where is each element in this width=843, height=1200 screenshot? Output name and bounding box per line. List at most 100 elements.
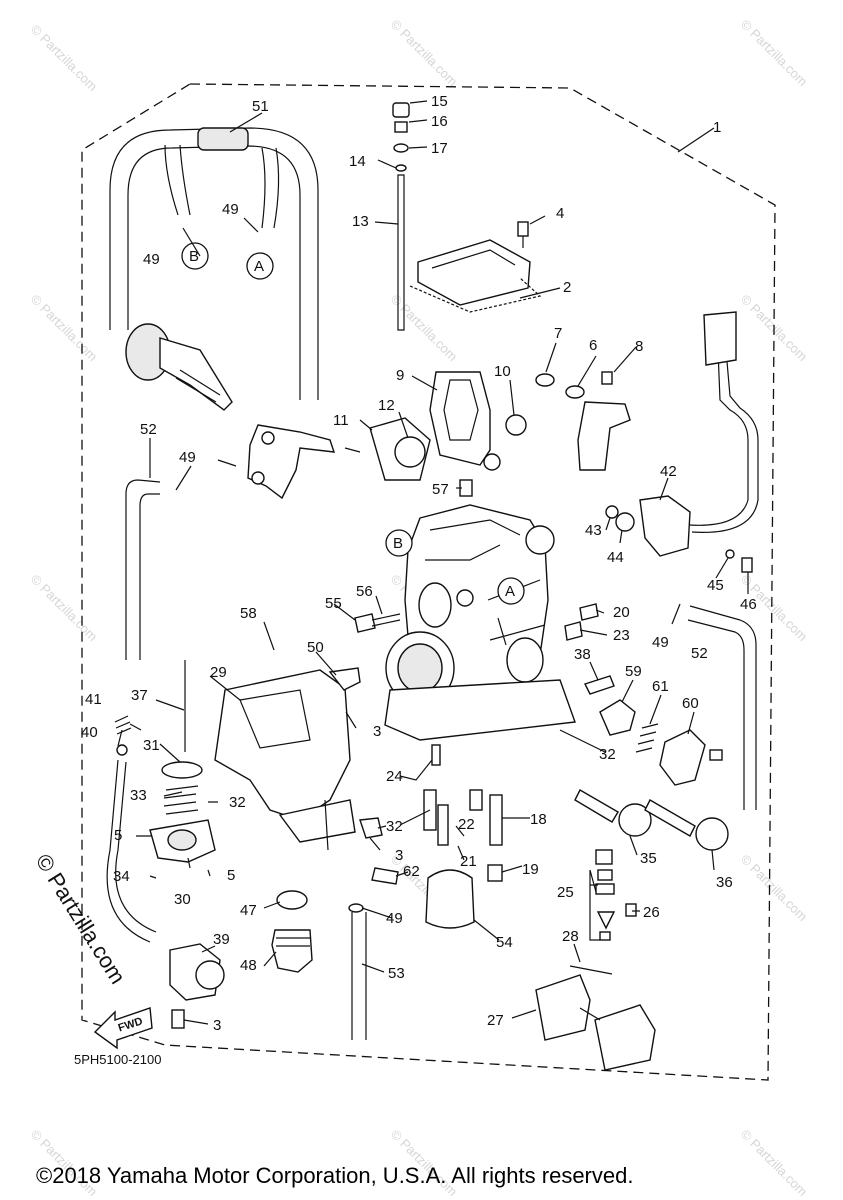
hose-53 bbox=[351, 912, 367, 1040]
callout-label: 1 bbox=[713, 119, 721, 136]
callout-label: 55 bbox=[325, 595, 342, 612]
callout-label: 60 bbox=[682, 695, 699, 712]
callout-label: 4 bbox=[556, 205, 564, 222]
callout-label: 28 bbox=[562, 928, 579, 945]
callout-label: 34 bbox=[113, 868, 130, 885]
callout-label: 45 bbox=[707, 577, 724, 594]
screw-3-bottom bbox=[171, 1009, 185, 1029]
callout-label: 3 bbox=[373, 723, 381, 740]
throttle-valve-9 bbox=[369, 371, 527, 481]
callout-label: 20 bbox=[613, 604, 630, 621]
callout-label: 49 bbox=[222, 201, 239, 218]
cap-54 bbox=[425, 869, 475, 929]
throttle-link bbox=[217, 424, 361, 500]
ref-marker-circle bbox=[385, 529, 413, 557]
leader-lines bbox=[117, 100, 749, 1025]
callout-label: 25 bbox=[557, 884, 574, 901]
watermark: © Partzilla.com bbox=[28, 292, 101, 365]
throttle-sensor-42 bbox=[605, 311, 759, 573]
jets-18-24 bbox=[423, 744, 503, 882]
screw-62 bbox=[348, 867, 399, 913]
callout-label: 36 bbox=[716, 874, 733, 891]
watermark: © Partzilla.com bbox=[388, 292, 461, 365]
callout-label: 49 bbox=[179, 449, 196, 466]
callout-label: 7 bbox=[554, 325, 562, 342]
callout-label: 15 bbox=[431, 93, 448, 110]
callout-label: 27 bbox=[487, 1012, 504, 1029]
pump-parts bbox=[149, 660, 216, 863]
watermark: © Partzilla.com bbox=[28, 572, 101, 645]
screws-55-56 bbox=[354, 613, 401, 633]
callout-label: 52 bbox=[140, 421, 157, 438]
ref-marker-circle bbox=[246, 252, 274, 280]
callout-label: 37 bbox=[131, 687, 148, 704]
callout-label: 35 bbox=[640, 850, 657, 867]
reference-markers: A B A B bbox=[189, 248, 515, 600]
adjust-screws-35-36 bbox=[574, 789, 729, 851]
watermark: © Partzilla.com bbox=[388, 17, 461, 90]
ref-marker-circle bbox=[181, 242, 209, 270]
callout-labels: 1 2 3 3 3 3 4 5 5 6 7 8 9 10 11 12 13 14… bbox=[81, 93, 757, 1034]
callout-label: 41 bbox=[85, 691, 102, 708]
callout-label: 10 bbox=[494, 363, 511, 380]
screw-4 bbox=[517, 221, 529, 248]
callout-label: 12 bbox=[378, 397, 395, 414]
copyright-notice: ©2018 Yamaha Motor Corporation, U.S.A. A… bbox=[36, 1163, 633, 1188]
assembly-boundary bbox=[81, 83, 776, 1081]
parts-artwork: FWD bbox=[93, 102, 759, 1071]
ref-marker-circle bbox=[497, 577, 525, 605]
callout-label: 39 bbox=[213, 931, 230, 948]
callout-label: 42 bbox=[660, 463, 677, 480]
callout-label: 59 bbox=[625, 663, 642, 680]
callout-label: 38 bbox=[574, 646, 591, 663]
callout-label: 57 bbox=[432, 481, 449, 498]
callout-label: 48 bbox=[240, 957, 257, 974]
callout-label: 26 bbox=[643, 904, 660, 921]
callout-label: 6 bbox=[589, 337, 597, 354]
watermark: © Partzilla.com bbox=[738, 852, 811, 925]
callout-label: 24 bbox=[386, 768, 403, 785]
callout-label: 21 bbox=[460, 853, 477, 870]
callout-label: 31 bbox=[143, 737, 160, 754]
callout-label: 61 bbox=[652, 678, 669, 695]
ref-marker-label: B bbox=[393, 535, 403, 552]
callout-label: 2 bbox=[563, 279, 571, 296]
jet-needle-13 bbox=[392, 102, 410, 331]
callout-label: 32 bbox=[599, 746, 616, 763]
callout-label: 11 bbox=[333, 412, 349, 429]
callout-label: 58 bbox=[240, 605, 257, 622]
callout-label: 23 bbox=[613, 627, 630, 644]
callout-label: 16 bbox=[431, 113, 448, 130]
needle-valve-25 bbox=[595, 849, 637, 941]
watermark: © Partzilla.com bbox=[738, 1127, 811, 1200]
callout-label: 43 bbox=[585, 522, 602, 539]
drain-plug-48 bbox=[271, 890, 313, 973]
carburetor-body bbox=[384, 504, 576, 741]
callout-label: 33 bbox=[130, 787, 147, 804]
callout-label: 56 bbox=[356, 583, 373, 600]
callout-label: 32 bbox=[229, 794, 246, 811]
callout-label: 19 bbox=[522, 861, 539, 878]
callout-label: 44 bbox=[607, 549, 624, 566]
callout-label: 49 bbox=[386, 910, 403, 927]
callout-label: 13 bbox=[352, 213, 369, 230]
watermark: © Partzilla.com bbox=[738, 17, 811, 90]
callout-label: 49 bbox=[143, 251, 160, 268]
callout-label: 30 bbox=[174, 891, 191, 908]
ref-marker-label: A bbox=[505, 583, 515, 600]
fwd-arrow-icon: FWD bbox=[93, 1007, 153, 1050]
callout-label: 47 bbox=[240, 902, 257, 919]
callout-label: 3 bbox=[213, 1017, 221, 1034]
callout-label: 52 bbox=[691, 645, 708, 662]
screws-20-23 bbox=[564, 603, 599, 641]
throttle-plunger bbox=[125, 323, 233, 411]
cable-39-40-41 bbox=[106, 715, 225, 1001]
watermark: © Partzilla.com bbox=[28, 22, 101, 95]
float-chamber-29 bbox=[214, 669, 356, 851]
hose-52-right bbox=[687, 605, 757, 810]
callout-label: 5 bbox=[227, 867, 235, 884]
plates-50 bbox=[328, 667, 383, 839]
top-cover-2 bbox=[409, 239, 542, 313]
float-27 bbox=[535, 965, 656, 1071]
